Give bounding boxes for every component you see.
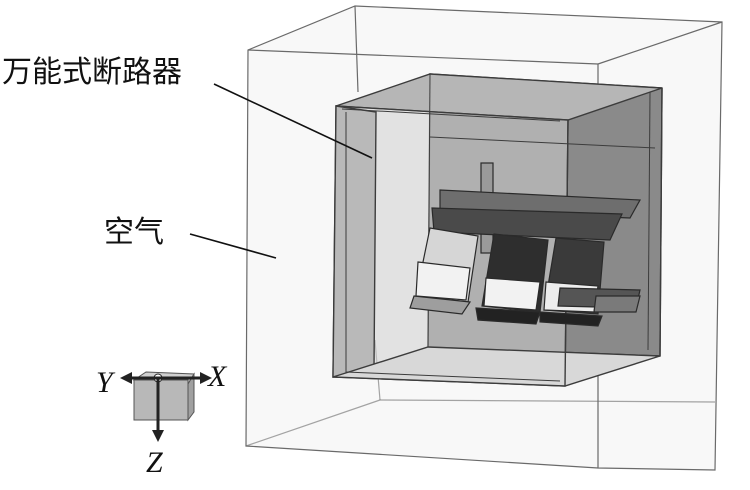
breaker-label: 万能式断路器 <box>2 55 182 90</box>
axis-triad <box>120 371 212 442</box>
air-label: 空气 <box>104 215 164 250</box>
breaker-internal-parts <box>409 162 641 327</box>
z-axis-label: Z <box>146 446 163 479</box>
leader-lines <box>189 83 373 259</box>
breaker-leader-line <box>213 83 373 159</box>
air-leader-line <box>189 233 277 259</box>
y-axis-label: Y <box>96 366 113 399</box>
x-axis-label: X <box>208 360 227 393</box>
